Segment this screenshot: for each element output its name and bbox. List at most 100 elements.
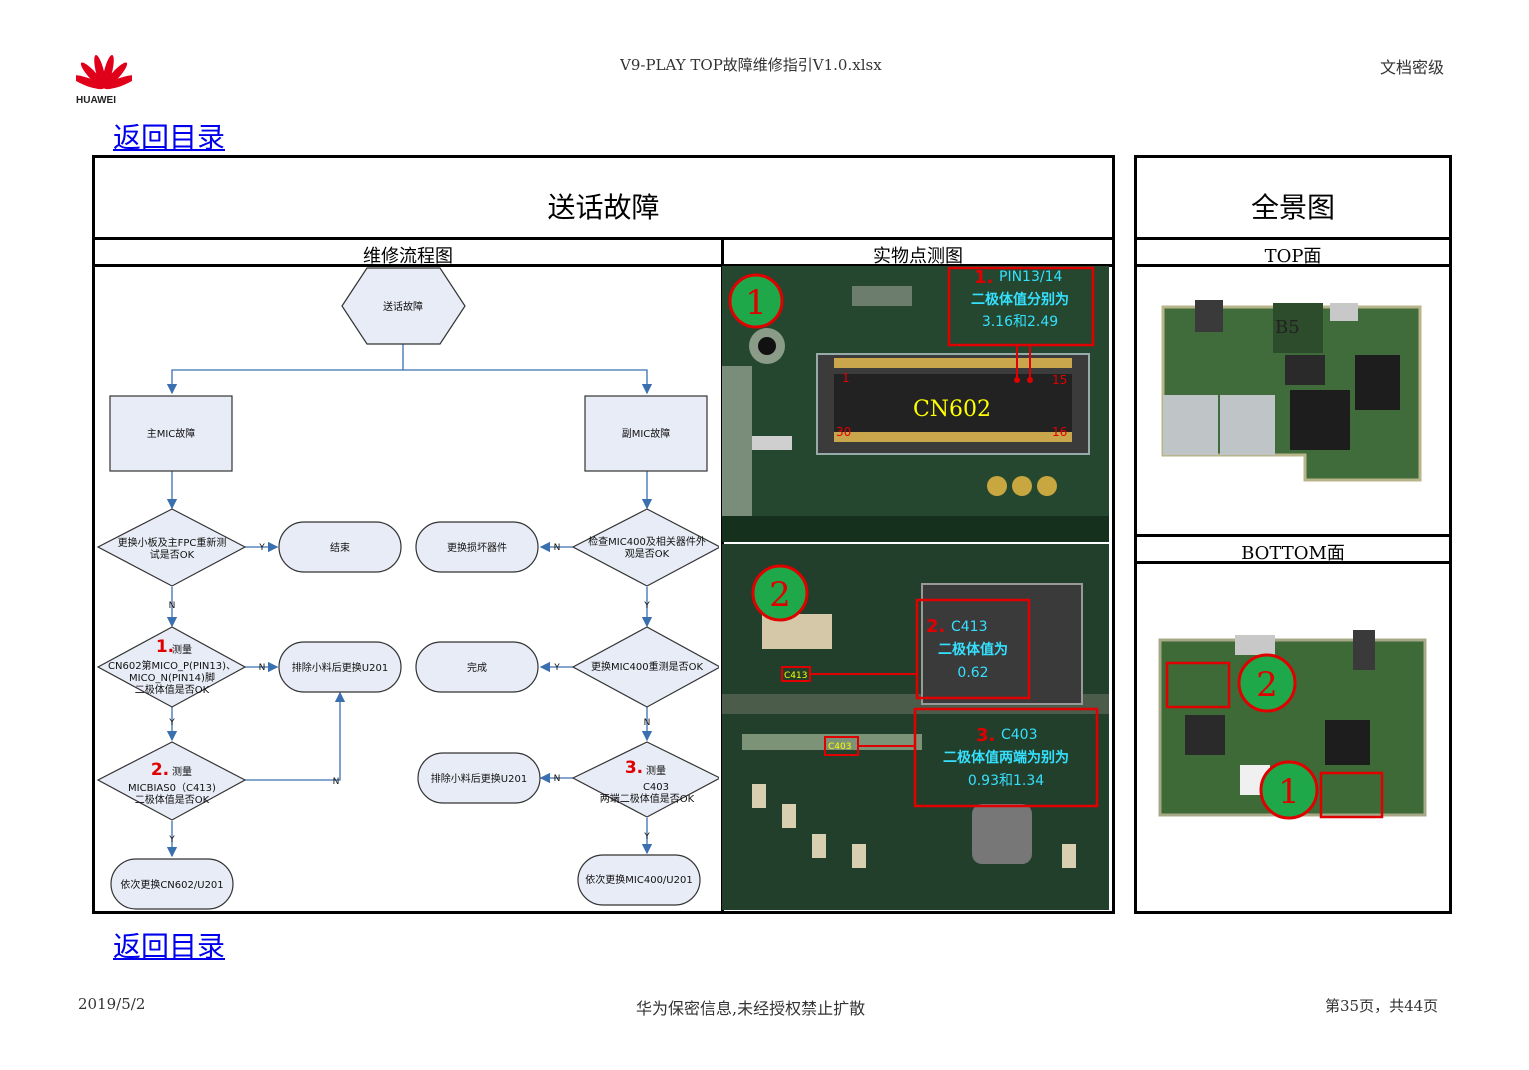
decision-replace-board xyxy=(96,508,247,587)
svg-text:观是否OK: 观是否OK xyxy=(625,548,670,560)
svg-text:完成: 完成 xyxy=(467,661,487,674)
svg-text:0.62: 0.62 xyxy=(957,665,988,681)
panel-title: 送话故障 xyxy=(547,191,660,224)
photo-header: 实物点测图 xyxy=(873,246,963,267)
svg-text:二极体值两端为别为: 二极体值两端为别为 xyxy=(943,749,1069,766)
final-left-terminal xyxy=(110,858,234,910)
svg-text:N: N xyxy=(169,601,176,611)
back-to-toc-link-bottom[interactable]: 返回目录 xyxy=(113,930,226,963)
svg-text:PIN13/14: PIN13/14 xyxy=(999,269,1062,285)
start-hexagon xyxy=(341,267,466,345)
back-to-toc-link-top[interactable]: 返回目录 xyxy=(113,121,226,154)
exclude-replace-u201-terminal-2 xyxy=(417,752,541,804)
svg-text:更换MIC400重测是否OK: 更换MIC400重测是否OK xyxy=(591,660,704,673)
svg-text:N: N xyxy=(259,663,266,673)
svg-text:测量: 测量 xyxy=(646,764,666,777)
footer-confidential: 华为保密信息,未经授权禁止扩散 xyxy=(636,999,866,1018)
svg-text:排除小料后更换U201: 排除小料后更换U201 xyxy=(431,772,527,785)
overview-title: 全景图 xyxy=(1250,191,1335,224)
svg-text:检查MIC400及相关器件外: 检查MIC400及相关器件外 xyxy=(588,535,706,548)
svg-text:2.: 2. xyxy=(926,616,945,637)
svg-text:1: 1 xyxy=(745,283,767,323)
svg-text:试是否OK: 试是否OK xyxy=(150,548,195,561)
svg-text:二极体值分别为: 二极体值分别为 xyxy=(971,291,1069,308)
svg-text:排除小料后更换U201: 排除小料后更换U201 xyxy=(292,661,388,674)
repair-flowchart: 送话故障 主MIC故障 副MIC故障 更换小板及主FPC重新测 试是否OK 结束… xyxy=(96,267,719,910)
board-bottom-view: 2 1 xyxy=(1158,630,1427,820)
bottom-side-label: BOTTOM面 xyxy=(1241,543,1345,564)
svg-text:B5: B5 xyxy=(1275,317,1300,338)
svg-text:更换小板及主FPC重新测: 更换小板及主FPC重新测 xyxy=(118,536,227,549)
decision-check-mic400 xyxy=(571,508,719,587)
svg-text:N: N xyxy=(644,718,651,728)
svg-text:MICBIAS0（C413): MICBIAS0（C413) xyxy=(128,782,216,794)
svg-text:二极体值是否OK: 二极体值是否OK xyxy=(135,793,210,806)
svg-text:2.: 2. xyxy=(151,760,169,780)
svg-text:依次更换MIC400/U201: 依次更换MIC400/U201 xyxy=(585,873,692,886)
svg-text:结束: 结束 xyxy=(330,541,350,554)
final-right-terminal xyxy=(577,854,701,906)
svg-text:C403: C403 xyxy=(1001,727,1038,743)
svg-text:二极体值为: 二极体值为 xyxy=(938,641,1008,658)
top-side-label: TOP面 xyxy=(1264,246,1322,267)
svg-text:1.: 1. xyxy=(156,637,174,657)
decision-measure-cn602 xyxy=(96,626,247,708)
svg-text:15: 15 xyxy=(1052,373,1067,387)
decision-measure-c413 xyxy=(96,741,247,821)
svg-text:C413: C413 xyxy=(951,619,988,635)
decision-replace-mic400 xyxy=(571,626,719,708)
svg-text:1.: 1. xyxy=(974,267,993,288)
svg-text:更换损坏器件: 更换损坏器件 xyxy=(447,541,507,554)
pcb-photo-top: 1 1. PIN13/14 二极体值分别为 3.16和2.49 CN602 1 … xyxy=(722,266,1109,542)
svg-text:Y: Y xyxy=(643,601,650,611)
svg-text:Y: Y xyxy=(553,663,560,673)
svg-text:测量: 测量 xyxy=(172,643,192,656)
svg-text:Y: Y xyxy=(643,832,650,842)
photo-cn602: 1 1. PIN13/14 二极体值分别为 3.16和2.49 CN602 1 … xyxy=(722,266,1109,542)
svg-text:送话故障: 送话故障 xyxy=(383,300,423,313)
footer-page: 第35页，共44页 xyxy=(1325,997,1439,1015)
security-label: 文档密级 xyxy=(1380,58,1445,77)
svg-text:二极体值是否OK: 二极体值是否OK xyxy=(135,683,210,696)
svg-text:CN602第MICO_P(PIN13)、: CN602第MICO_P(PIN13)、 xyxy=(108,659,236,672)
svg-text:1: 1 xyxy=(842,371,850,385)
svg-text:0.93和1.34: 0.93和1.34 xyxy=(968,773,1044,789)
svg-text:副MIC故障: 副MIC故障 xyxy=(622,427,671,440)
file-name: V9-PLAY TOP故障维修指引V1.0.xlsx xyxy=(620,56,882,74)
decision-measure-c403 xyxy=(571,741,719,818)
svg-text:2: 2 xyxy=(1256,665,1278,705)
svg-text:Y: Y xyxy=(258,543,265,553)
pcb-photo-bottom: 2 2. C413 二极体值为 0.62 C413 3. C403 二极体值两端… xyxy=(722,544,1109,910)
svg-text:主MIC故障: 主MIC故障 xyxy=(147,427,196,440)
sub-mic-box xyxy=(584,395,708,472)
svg-text:依次更换CN602/U201: 依次更换CN602/U201 xyxy=(120,878,223,891)
svg-text:MICO_N(PIN14)脚: MICO_N(PIN14)脚 xyxy=(129,671,215,684)
photo-c413-c403: 2 2. C413 二极体值为 0.62 C413 3. C403 二极体值两端… xyxy=(722,544,1109,910)
end-terminal xyxy=(278,521,402,573)
huawei-logo: HUAWEI xyxy=(71,50,137,106)
main-mic-box xyxy=(109,395,233,472)
svg-text:C413: C413 xyxy=(784,671,807,681)
svg-text:16: 16 xyxy=(1052,425,1067,439)
flowchart-header: 维修流程图 xyxy=(363,246,453,267)
svg-text:30: 30 xyxy=(836,425,851,439)
svg-text:3.: 3. xyxy=(625,758,643,778)
svg-text:CN602: CN602 xyxy=(913,397,991,422)
svg-text:3.16和2.49: 3.16和2.49 xyxy=(982,314,1058,330)
svg-text:C403: C403 xyxy=(828,742,851,752)
replace-bad-terminal xyxy=(415,521,539,573)
done-terminal xyxy=(415,641,539,693)
huawei-petals-icon xyxy=(71,54,137,90)
svg-text:2: 2 xyxy=(769,575,791,615)
footer-date: 2019/5/2 xyxy=(78,995,146,1013)
svg-text:N: N xyxy=(554,774,561,784)
svg-text:3.: 3. xyxy=(976,725,995,746)
svg-text:1: 1 xyxy=(1278,772,1300,812)
svg-text:测量: 测量 xyxy=(172,765,192,778)
svg-text:两端二极体值是否OK: 两端二极体值是否OK xyxy=(600,792,695,805)
exclude-replace-u201-terminal xyxy=(278,641,402,693)
board-top-view: B5 xyxy=(1161,300,1422,482)
svg-text:Y: Y xyxy=(168,835,175,845)
logo-text: HUAWEI xyxy=(76,95,116,106)
svg-text:Y: Y xyxy=(168,718,175,728)
